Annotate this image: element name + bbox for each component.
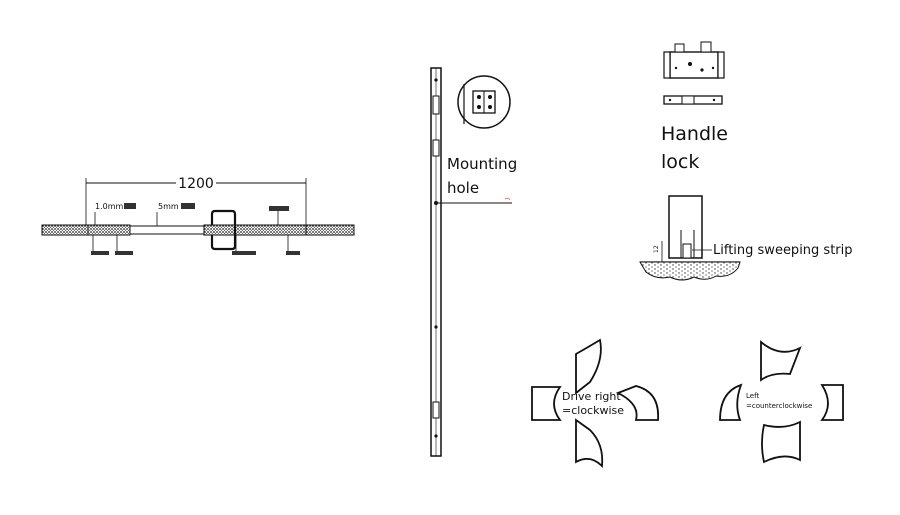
rotation-left-petal-top xyxy=(760,340,802,382)
leader-mark xyxy=(504,197,511,201)
dimension-label: 1200 xyxy=(178,176,214,192)
plan-section-view: 1200 1.0mm 5mm xyxy=(41,176,355,255)
mounting-hole-label-line2: hole xyxy=(447,179,479,197)
rotation-left-line1: Left xyxy=(746,392,759,400)
gap-label-smudge xyxy=(124,203,136,209)
rotation-right-diagram: Drive right =clockwise xyxy=(531,338,659,468)
lock-body xyxy=(669,51,719,79)
rotation-right-petal-right xyxy=(615,385,659,421)
rotation-right-petal-left xyxy=(531,386,562,421)
lock-screw-2 xyxy=(711,66,715,70)
hinge-screw-4 xyxy=(488,105,492,109)
floor-section xyxy=(639,261,741,281)
mounting-hole-4 xyxy=(434,434,438,438)
rotation-left-petal-right xyxy=(820,384,844,421)
dimension-label-bg xyxy=(176,176,216,190)
rotation-right-petal-bottom xyxy=(575,418,604,468)
handle-lock-drawing: Handle lock xyxy=(661,41,728,173)
note-smudge-1 xyxy=(91,251,109,255)
right-jamb-section xyxy=(203,224,307,236)
left-wall-section xyxy=(41,224,89,236)
width-label: 5mm xyxy=(158,202,179,211)
handle-lock-label-line2: lock xyxy=(661,151,699,173)
rotation-right-petal-top xyxy=(575,338,602,395)
strike-screw-1 xyxy=(668,98,672,102)
sweep-label: Lifting sweeping strip xyxy=(713,243,853,258)
mounting-hole-label-line1: Mounting xyxy=(447,155,517,173)
latch-tongue xyxy=(674,43,685,53)
deadbolt xyxy=(700,41,712,53)
rotation-left-petal-bottom xyxy=(761,420,801,464)
handle-lock-label-line1: Handle xyxy=(661,123,728,145)
note-smudge-4 xyxy=(286,251,300,255)
sweeping-strip xyxy=(682,243,692,259)
rotation-right-line2: =clockwise xyxy=(562,404,624,417)
door-leaf-section xyxy=(129,225,205,235)
rotation-right-line1: Drive right xyxy=(562,390,621,403)
gap-label: 1.0mm xyxy=(95,202,124,211)
hinge-screw-1 xyxy=(477,95,481,99)
rotation-left-line2: =counterclockwise xyxy=(746,402,812,410)
mounting-hole-1 xyxy=(434,78,438,82)
mounting-hole-3 xyxy=(434,325,438,329)
gap-dimension-value: 12 xyxy=(653,245,660,253)
hinge-screw-3 xyxy=(488,95,492,99)
strike-opening xyxy=(681,95,695,105)
strike-screw-2 xyxy=(712,98,716,102)
frame-elevation: Mounting hole xyxy=(430,67,517,457)
width-label-smudge xyxy=(181,203,195,209)
lock-slot xyxy=(432,139,440,157)
left-jamb-section xyxy=(87,224,131,236)
hinge-slot-bottom xyxy=(432,401,440,419)
hinge-slot-top xyxy=(432,95,440,115)
cylinder-hole xyxy=(700,68,704,72)
handle-outline xyxy=(210,209,237,251)
rotation-left-petal-left xyxy=(719,383,743,421)
note-smudge-3 xyxy=(232,251,256,255)
spindle-hole xyxy=(688,62,692,66)
lock-faceplate-right xyxy=(717,51,725,79)
sweep-strip-section: Lifting sweeping strip 12 xyxy=(639,195,853,281)
right-wall-section xyxy=(305,224,355,236)
wall-note-smudge xyxy=(269,206,289,211)
rotation-left-diagram: Left =counterclockwise xyxy=(719,340,844,464)
lock-faceplate xyxy=(663,51,671,79)
note-smudge-2 xyxy=(115,251,133,255)
lock-screw-1 xyxy=(674,66,678,70)
hinge-screw-2 xyxy=(477,105,481,109)
